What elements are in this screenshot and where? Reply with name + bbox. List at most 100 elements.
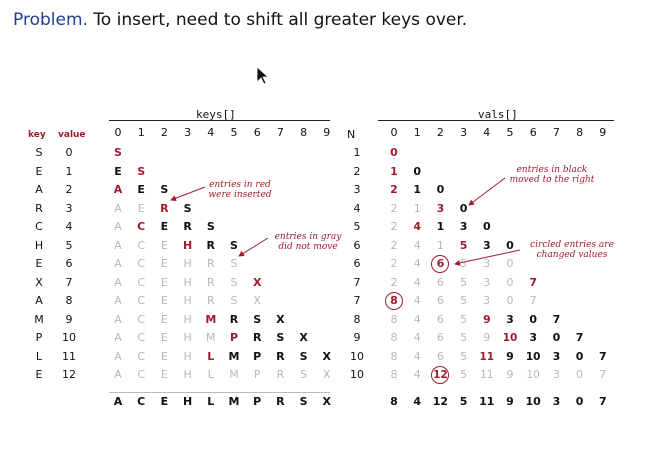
keys-cell: E [160, 220, 169, 233]
keys-index-label: 9 [323, 126, 331, 139]
vals-cell: 9 [482, 312, 491, 326]
row-size-n: 6 [353, 257, 361, 270]
final-key-cell: S [299, 394, 308, 408]
changed-value-circle [431, 255, 450, 273]
input-value: 0 [65, 146, 73, 159]
vals-cell: 6 [436, 312, 444, 326]
row-size-n: 4 [353, 201, 361, 215]
final-key-cell: P [253, 394, 262, 408]
row-size-n: 5 [353, 220, 361, 233]
keys-cell: X [322, 349, 332, 363]
input-value: 9 [65, 312, 73, 326]
keys-cell: C [137, 349, 146, 363]
input-key: X [35, 275, 43, 289]
arrow-circled [454, 249, 521, 266]
vals-cell: 9 [506, 349, 514, 363]
final-val-cell: 11 [479, 394, 495, 408]
vals-cell: 1 [413, 201, 421, 215]
row-size-n: 9 [353, 331, 361, 344]
keys-cell: E [160, 312, 168, 326]
keys-index-label: 7 [276, 126, 284, 139]
keys-cell: M [229, 368, 239, 381]
keys-index-label: 4 [207, 126, 215, 139]
final-key-cell: E [160, 394, 169, 408]
keys-cell: E [160, 294, 168, 307]
keys-cell: S [230, 275, 238, 289]
keys-cell: X [299, 331, 308, 344]
vals-cell: 5 [460, 275, 468, 289]
vals-cell: 4 [413, 238, 421, 252]
keys-cell: C [137, 257, 146, 270]
vals-cell: 4 [413, 294, 421, 307]
vals-index-label: 3 [460, 126, 468, 139]
keys-cell: S [253, 312, 262, 326]
vals-cell: 3 [459, 220, 468, 233]
vals-cell: 10 [502, 332, 518, 344]
vals-cell: 0 [529, 312, 538, 326]
vals-cell: 7 [599, 368, 607, 381]
vals-cell: 4 [413, 368, 421, 381]
mouse-pointer-icon [256, 66, 270, 85]
keys-index-label: 6 [253, 126, 261, 139]
vals-cell: 9 [483, 331, 491, 344]
vals-cell: 4 [413, 349, 421, 363]
keys-cell: R [252, 331, 262, 344]
final-val-cell: 7 [598, 394, 607, 408]
vals-cell: 6 [436, 275, 444, 289]
vals-cell: 8 [390, 331, 398, 344]
keys-cell: C [137, 220, 146, 233]
keys-cell: R [183, 220, 192, 233]
vals-cell: 3 [436, 201, 445, 215]
keys-cell: A [114, 312, 122, 326]
vals-cell: 0 [575, 349, 584, 363]
arrow-black-moved [468, 177, 506, 206]
keys-index-label: 3 [184, 126, 192, 139]
vals-cell: 7 [575, 331, 584, 344]
vals-cell: 4 [413, 331, 421, 344]
vals-cell: 6 [436, 349, 444, 363]
final-val-cell: 10 [525, 394, 541, 408]
input-key: A [35, 183, 43, 196]
row-size-n: 8 [353, 312, 361, 326]
vals-cell: 3 [483, 294, 491, 307]
vals-cell: 4 [413, 220, 422, 233]
keys-cell: A [114, 220, 122, 233]
vals-cell: 8 [390, 368, 398, 381]
keys-cell: S [230, 257, 238, 270]
keys-cell: X [253, 294, 261, 307]
vals-cell: 1 [390, 164, 398, 178]
n-column-header: N [347, 128, 356, 141]
input-key: L [35, 349, 43, 363]
row-size-n: 1 [353, 146, 361, 159]
keys-cell: A [113, 183, 123, 196]
arrow-gray-nomove [238, 237, 269, 257]
vals-index-label: 2 [436, 126, 444, 139]
keys-cell: S [114, 146, 122, 159]
keys-cell: E [160, 331, 168, 344]
keys-header-rule [109, 120, 330, 121]
vals-cell: 3 [506, 312, 514, 326]
input-key: C [35, 220, 43, 233]
vals-index-label: 5 [506, 126, 514, 139]
vals-header-rule [378, 120, 614, 121]
key-column-header: key [28, 130, 46, 140]
keys-cell: H [182, 238, 193, 252]
vals-cell: 4 [413, 257, 421, 270]
keys-cell: A [114, 331, 122, 344]
vals-cell: 7 [598, 349, 607, 363]
vals-cell: 5 [460, 349, 468, 363]
keys-cell: H [183, 257, 192, 270]
keys-index-label: 1 [137, 126, 145, 139]
vals-index-label: 9 [599, 126, 607, 139]
vals-cell: 2 [390, 201, 398, 215]
vals-cell: 9 [506, 368, 514, 381]
input-value: 7 [65, 275, 73, 289]
vals-index-label: 6 [529, 126, 537, 139]
vals-cell: 0 [506, 275, 514, 289]
keys-cell: M [228, 349, 240, 363]
final-key-cell: L [207, 394, 215, 408]
keys-index-label: 8 [300, 126, 308, 139]
